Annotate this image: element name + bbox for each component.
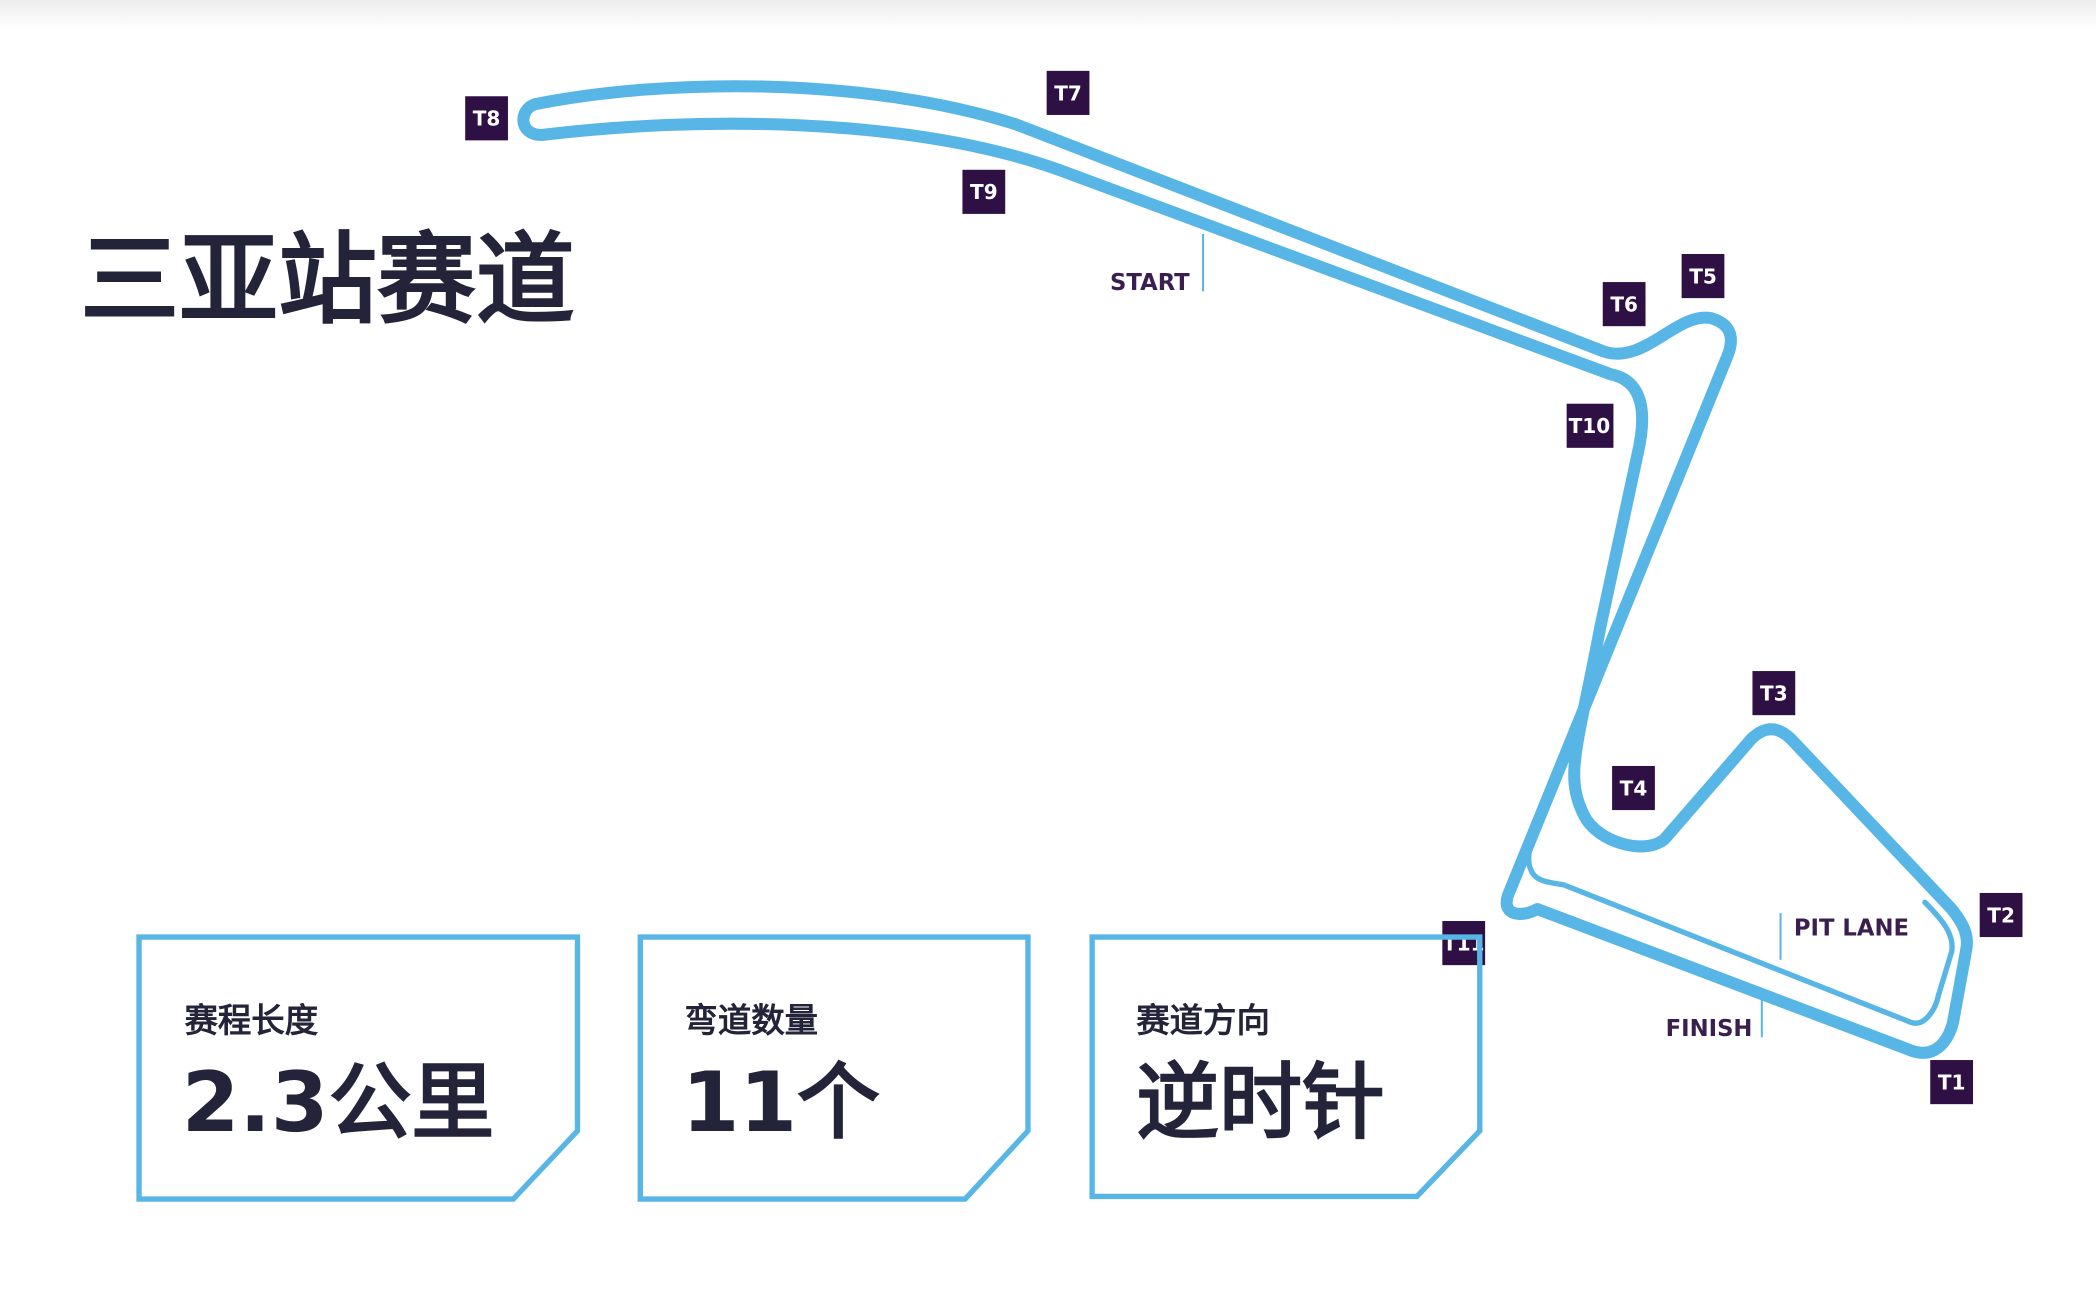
svg-text:T3: T3	[1760, 681, 1788, 705]
card-turn-count: 弯道数量 11个	[637, 934, 1031, 1202]
card-label: 弯道数量	[684, 1001, 818, 1040]
start-marker: START	[1110, 233, 1205, 296]
turn-tag-t9: T9	[962, 169, 1006, 214]
turn-tag-t8: T8	[465, 96, 508, 141]
turn-tag-t10: T10	[1566, 403, 1614, 448]
turn-tag-t5: T5	[1681, 253, 1725, 299]
pit-lane-line	[1526, 779, 1955, 1026]
track-outline	[517, 80, 1973, 1059]
svg-text:T2: T2	[1987, 903, 2015, 927]
card-value: 11个	[682, 1054, 880, 1151]
page-title: 三亚站赛道	[80, 223, 575, 338]
finish-label: FINISH	[1666, 1016, 1753, 1042]
turn-tag-t6: T6	[1602, 282, 1646, 327]
svg-text:T8: T8	[473, 107, 501, 131]
card-value: 逆时针	[1136, 1054, 1385, 1151]
pit-lane-marker: PIT LANE	[1779, 913, 1909, 960]
card-track-length: 赛程长度 2.3公里	[136, 934, 581, 1202]
top-bar	[0, 0, 2096, 30]
card-label: 赛道方向	[1136, 1001, 1270, 1040]
svg-text:T10: T10	[1569, 414, 1611, 438]
svg-text:T6: T6	[1610, 292, 1638, 316]
svg-text:T7: T7	[1054, 81, 1082, 105]
pit-lane-label: PIT LANE	[1794, 916, 1909, 942]
svg-text:T9: T9	[970, 180, 998, 204]
start-label: START	[1110, 270, 1190, 296]
turn-tag-t1: T1	[1930, 1060, 1974, 1105]
svg-text:T1: T1	[1938, 1070, 1966, 1094]
card-label: 赛程长度	[184, 1001, 318, 1040]
card-value: 2.3公里	[182, 1054, 495, 1151]
turn-tag-t7: T7	[1046, 70, 1090, 115]
turn-tags: T1 T2 T3 T4 T5 T6 T7 T8 T9 T10 T11	[465, 70, 2023, 1105]
turn-tag-t2: T2	[1979, 892, 2023, 938]
svg-text:T4: T4	[1620, 776, 1648, 800]
turn-tag-t4: T4	[1612, 765, 1655, 811]
svg-text:T5: T5	[1689, 264, 1717, 288]
finish-marker: FINISH	[1666, 995, 1763, 1042]
track-map	[517, 80, 1973, 1059]
card-direction: 赛道方向 逆时针	[1089, 934, 1483, 1200]
turn-tag-t3: T3	[1752, 671, 1796, 716]
